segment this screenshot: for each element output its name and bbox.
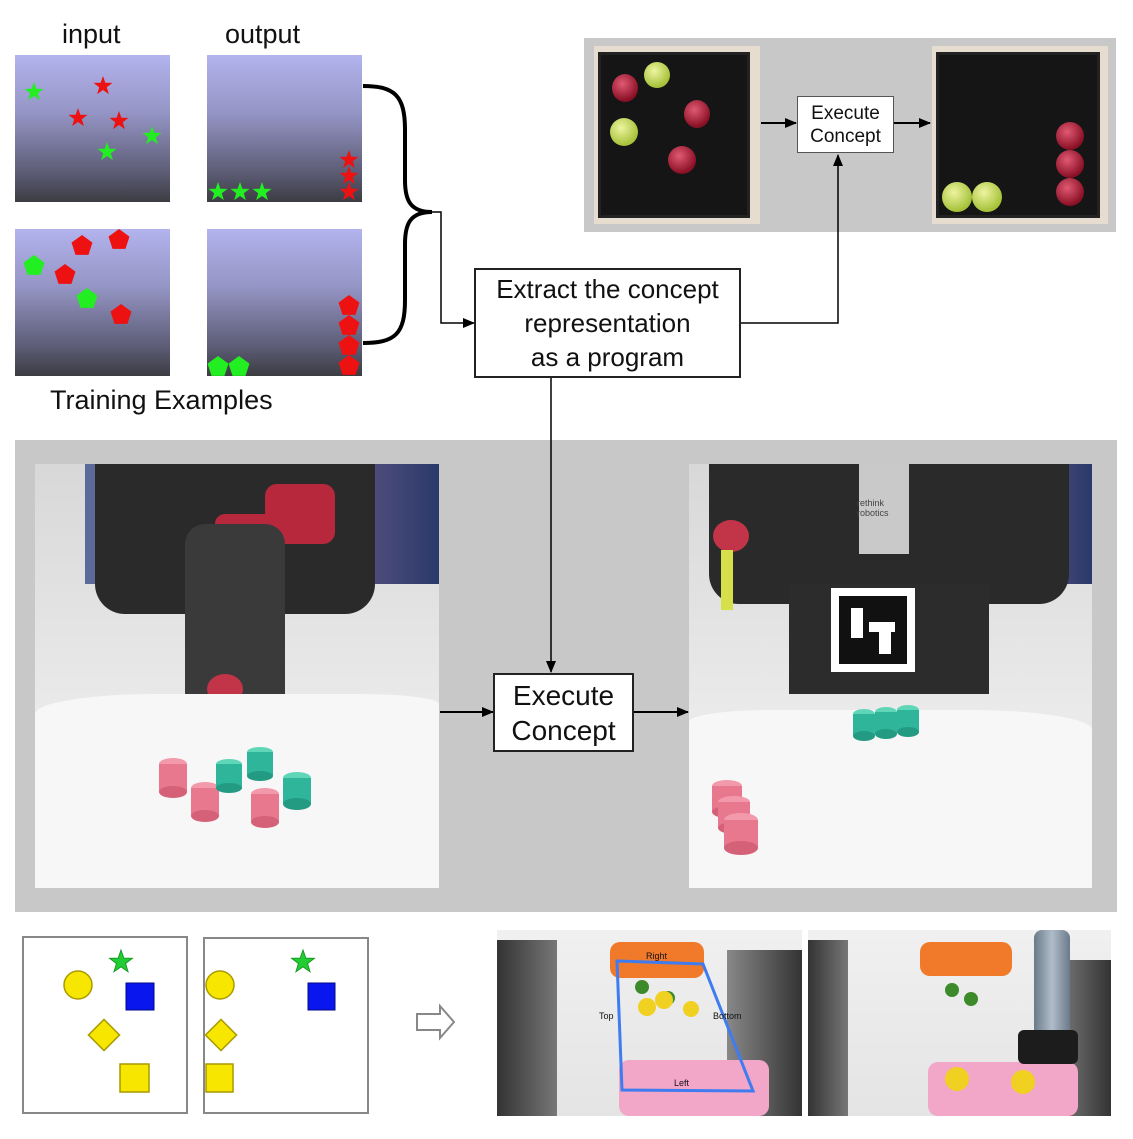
training-examples-caption: Training Examples: [50, 385, 273, 415]
orange-tray: [920, 942, 1012, 976]
red-apple: [1056, 178, 1084, 206]
pentagon-shapes-output: [207, 295, 360, 376]
lemon-scene-before: [615, 959, 756, 1093]
robot-before-photo: [35, 464, 439, 888]
robot-gripper: [1018, 1030, 1078, 1064]
red-apple: [684, 100, 710, 128]
extract-to-execute-top-arrow: [741, 154, 843, 324]
brace-to-extract-arrow: [432, 211, 475, 328]
training-output-pentagons: [207, 229, 362, 376]
table-cloth: [689, 710, 1092, 888]
red-apple: [1056, 150, 1084, 178]
green-apple: [644, 62, 670, 88]
execute-concept-big-box: Execute Concept: [493, 673, 634, 752]
green-apple: [942, 182, 972, 212]
red-apple: [668, 146, 696, 174]
ar-marker: [831, 588, 915, 672]
training-input-stars: [15, 55, 170, 202]
selection-region: [615, 959, 756, 1093]
extract-line-3: as a program: [530, 342, 685, 372]
execute-small-line-1: Execute: [811, 102, 880, 124]
robot-brand-line2: robotics: [857, 508, 889, 518]
tray-label-top: Top: [599, 1011, 614, 1021]
robot-brand-line1: rethink: [857, 498, 885, 508]
tray-label-left: Left: [674, 1078, 690, 1088]
extract-line-2: representation: [524, 308, 691, 338]
right-arrow-outline-icon: [416, 1003, 456, 1041]
pentagon-shapes-input: [23, 229, 132, 324]
tray-label-right: Right: [646, 951, 668, 961]
tray-label-bottom: Bottom: [713, 1011, 742, 1021]
execute-concept-small-box: Execute Concept: [797, 96, 894, 153]
red-apple: [1056, 122, 1084, 150]
robot-after-photo: rethink robotics: [689, 464, 1092, 888]
green-apple: [610, 118, 638, 146]
shapes-after: [204, 949, 336, 1093]
cylinders-scattered: [159, 747, 311, 828]
dark-equipment: [497, 940, 557, 1116]
curly-brace-icon: [362, 84, 433, 345]
training-output-stars: [207, 55, 362, 202]
execute-small-line-2: Concept: [810, 125, 881, 147]
robot-gripper: [713, 520, 749, 552]
execute-big-line-2: Concept: [511, 714, 616, 746]
extract-concept-box: Extract the concept representation as a …: [474, 268, 741, 378]
cylinders-sorted: [712, 705, 919, 855]
extract-line-1: Extract the concept: [496, 274, 719, 304]
star-shapes-input: [24, 76, 162, 161]
lemon-tray-after-photo: [808, 930, 1111, 1116]
gripper-finger: [721, 550, 733, 610]
apple-tray-before-photo: [594, 46, 760, 224]
lemon-scene-after: [945, 983, 1035, 1094]
execute-big-line-1: Execute: [512, 679, 615, 711]
ur-robot-arm: [1034, 930, 1070, 1040]
input-label: input: [62, 19, 121, 49]
output-label: output: [225, 19, 301, 49]
robot-tower: [859, 464, 909, 554]
star-shapes-output: [208, 150, 359, 201]
green-apple: [972, 182, 1002, 212]
shapes-before: [63, 949, 155, 1093]
apple-tray-after-photo: [932, 46, 1108, 224]
red-apple: [612, 74, 638, 102]
dark-equipment: [808, 940, 848, 1116]
